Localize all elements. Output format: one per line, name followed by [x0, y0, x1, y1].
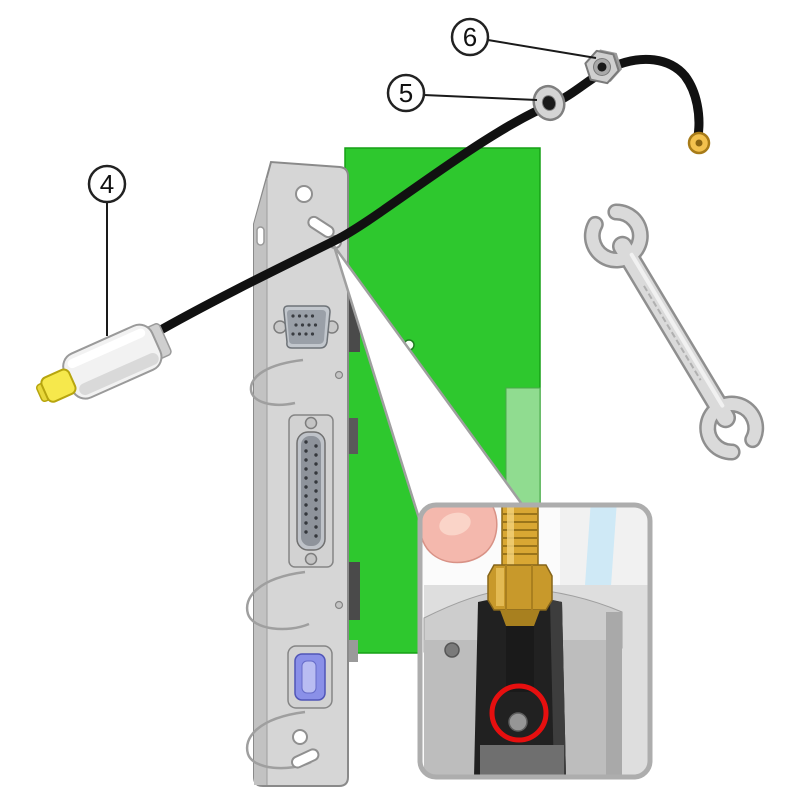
callout-label: 4 — [100, 169, 114, 199]
callout-4: 4 — [87, 164, 127, 336]
dsub-25-connector — [288, 414, 334, 568]
blue-centronics-connector — [287, 645, 333, 709]
connector-shadow — [79, 352, 159, 396]
gold-sma-connector — [487, 505, 553, 626]
rivet — [334, 370, 344, 380]
fingernail — [439, 512, 471, 536]
connector-highlight — [67, 328, 146, 369]
metal-edge-shadow — [606, 612, 622, 777]
closeup-border — [417, 502, 653, 780]
callout-label: 6 — [463, 22, 477, 52]
lock-washer — [532, 84, 566, 122]
connector-taper — [500, 610, 540, 626]
callout-6: 6 — [450, 17, 597, 59]
dsub-insert — [301, 436, 321, 546]
washer-hole — [541, 95, 557, 111]
bracket-top-slot — [307, 215, 335, 239]
wire-bail-clip — [245, 710, 312, 770]
wrench-highlight — [629, 252, 725, 408]
rivet — [334, 600, 344, 610]
jack-screw — [273, 320, 287, 334]
jack-screw — [304, 552, 318, 566]
callout-5: 5 — [386, 73, 538, 113]
red-circle-highlight — [489, 683, 549, 743]
wire-bail-clip — [249, 358, 304, 407]
hex-nut — [584, 49, 622, 85]
gold-cable-tip-center — [695, 139, 703, 147]
sma-mounting-closeup — [417, 502, 653, 780]
leader-line — [487, 39, 597, 59]
locating-pin — [508, 712, 528, 732]
bracket-flange — [254, 178, 267, 785]
blue-slot — [301, 660, 317, 694]
barrel-highlight — [507, 505, 514, 567]
wrench-engraving — [643, 285, 702, 381]
dsub-15-connector — [273, 305, 339, 349]
yellow-tip — [40, 368, 77, 403]
pcb-edge-component — [348, 640, 358, 662]
open-end-wrench — [583, 203, 765, 461]
bracket-bottom-hole — [292, 729, 308, 745]
dsub-insert — [287, 310, 326, 344]
nut-hole — [597, 62, 607, 72]
leader-line — [423, 94, 538, 101]
callout-circle — [450, 17, 490, 57]
wire-bail-clip — [245, 570, 310, 631]
closeup-content — [420, 505, 650, 777]
callout-label: 5 — [399, 78, 413, 108]
white-cable-connector — [35, 323, 172, 403]
pcb-edge-component — [348, 562, 360, 620]
flange-highlight — [496, 568, 504, 606]
jack-screw — [304, 416, 318, 430]
callout-circle — [87, 164, 127, 204]
cavity-wall — [550, 600, 566, 777]
bracket-top-hole — [295, 185, 313, 203]
callout-circle — [386, 73, 426, 113]
bracket-edge-slot — [256, 226, 265, 246]
wrench-handle — [614, 238, 734, 426]
screw-hole — [444, 642, 460, 658]
bracket-bottom-slot — [291, 748, 320, 769]
cavity-floor — [480, 745, 564, 777]
pcb-edge-component — [348, 418, 358, 454]
rear-io-bracket — [245, 160, 349, 787]
finger-holding-connector — [420, 505, 498, 564]
